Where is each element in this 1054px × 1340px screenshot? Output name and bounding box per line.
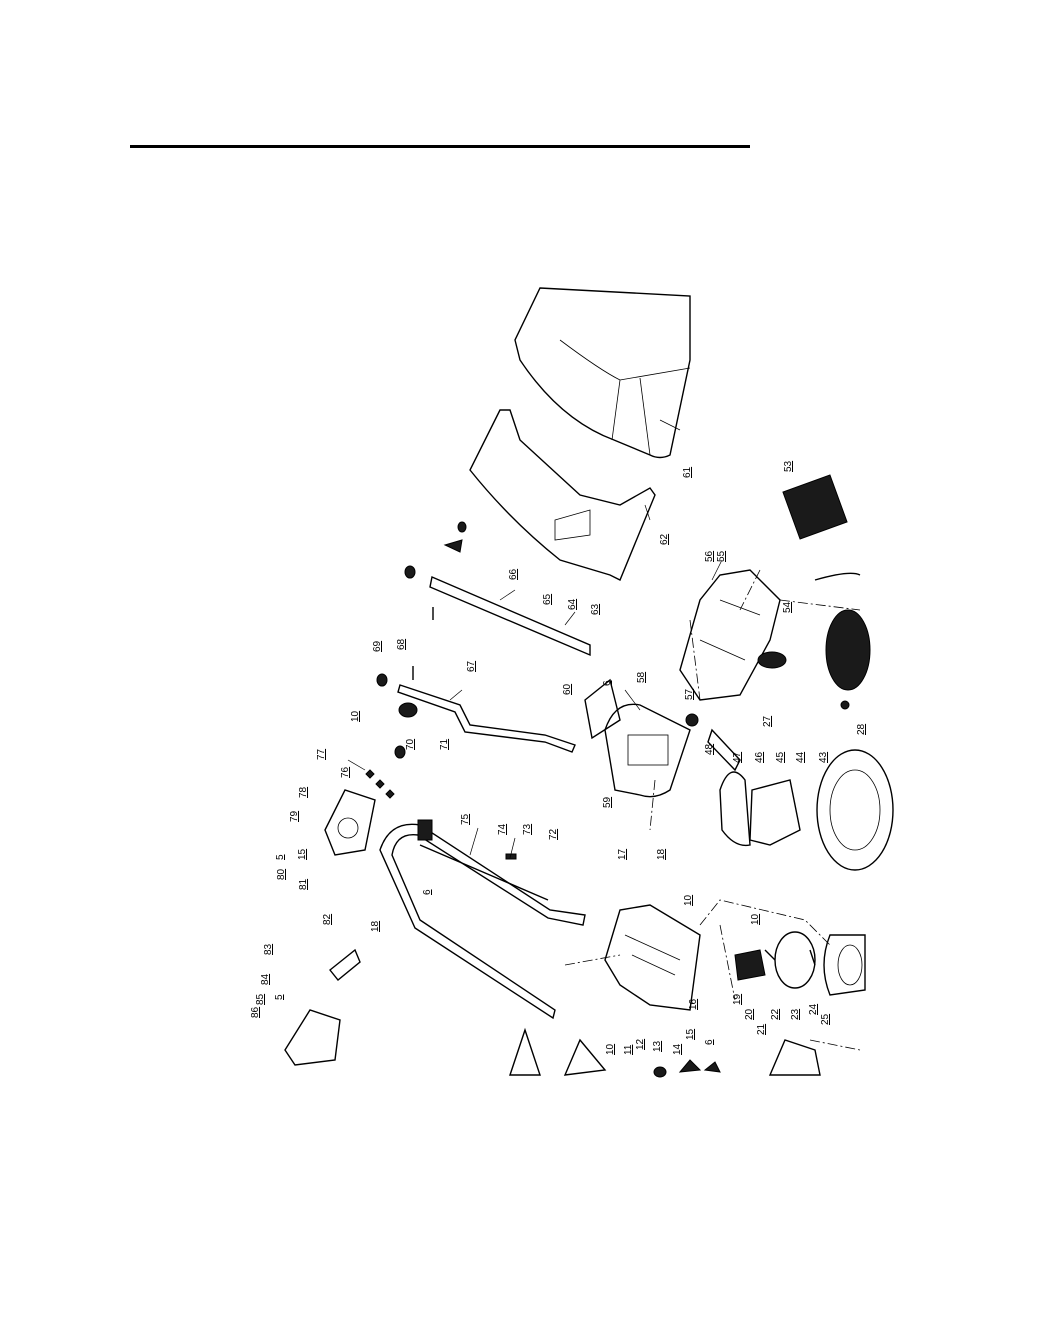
part-label: 68	[396, 638, 407, 650]
part-label: 78	[298, 786, 309, 798]
handle-grip	[285, 950, 360, 1065]
part-label: 64	[567, 598, 578, 610]
part-label: 5	[274, 994, 285, 1000]
part-label: 75	[460, 813, 471, 825]
part-label: 13	[652, 1040, 663, 1052]
wheels	[815, 573, 893, 870]
part-label: 24	[808, 1003, 819, 1015]
part-label: 83	[263, 943, 274, 955]
part-labels: 61 62 53 55 56 54 66 65 64 63 69 68 67 6…	[250, 460, 867, 1055]
bottom-covers	[510, 1030, 820, 1077]
part-label: 10	[750, 913, 761, 925]
grass-bag	[515, 288, 690, 458]
part-label: 62	[659, 533, 670, 545]
rear-flap	[585, 680, 698, 797]
part-label: 58	[636, 671, 647, 683]
front-covers	[708, 730, 800, 845]
part-label: 55	[716, 550, 727, 562]
part-label: 66	[508, 568, 519, 580]
assembly-lines	[565, 570, 860, 1050]
chassis	[680, 570, 786, 700]
part-label: 86	[250, 1006, 261, 1018]
part-label: 80	[276, 868, 287, 880]
part-label: 81	[298, 878, 309, 890]
part-label: 82	[322, 913, 333, 925]
part-label: 70	[405, 738, 416, 750]
part-label: 23	[790, 1008, 801, 1020]
part-label: 12	[635, 1038, 646, 1050]
part-label: 14	[672, 1043, 683, 1055]
part-label: 84	[260, 973, 271, 985]
part-label: 27	[762, 715, 773, 727]
bag-frame	[470, 410, 655, 580]
motor	[735, 932, 865, 995]
part-label: 63	[590, 603, 601, 615]
part-label: 18	[656, 848, 667, 860]
part-label: 21	[756, 1023, 767, 1035]
part-label: 54	[782, 601, 793, 613]
part-label: 77	[316, 748, 327, 760]
part-label: 6	[422, 889, 433, 895]
part-label: 46	[754, 751, 765, 763]
part-label: 20	[744, 1008, 755, 1020]
part-label: 53	[783, 460, 794, 472]
part-label: 10	[350, 710, 361, 722]
part-label: 45	[775, 751, 786, 763]
part-label: 5	[275, 854, 286, 860]
part-label: 65	[542, 593, 553, 605]
part-label: 74	[497, 823, 508, 835]
part-label: 11	[623, 1044, 634, 1055]
part-label: 6	[704, 1039, 715, 1045]
part-label: 19	[732, 993, 743, 1005]
part-label: 85	[255, 993, 266, 1005]
handle-tubes	[398, 577, 590, 752]
part-label: 43	[818, 751, 829, 763]
part-label: 16	[688, 998, 699, 1010]
part-label: 79	[289, 810, 300, 822]
part-label: 18	[370, 920, 381, 932]
part-label: 25	[820, 1013, 831, 1025]
part-label: 67	[466, 660, 477, 672]
small-knobs	[377, 522, 466, 758]
part-label: 44	[795, 751, 806, 763]
part-label: 48	[704, 743, 715, 755]
main-handle	[380, 820, 585, 1018]
part-label: 17	[617, 848, 628, 860]
grille-53	[783, 475, 847, 539]
part-label: 10	[605, 1043, 616, 1055]
part-label: 15	[685, 1028, 696, 1040]
part-label: 6	[602, 680, 613, 686]
part-label: 56	[704, 550, 715, 562]
part-label: 15	[297, 848, 308, 860]
part-label: 22	[770, 1008, 781, 1020]
part-label: 72	[548, 828, 559, 840]
part-label: 57	[684, 688, 695, 700]
part-label: 61	[682, 466, 693, 478]
part-label: 71	[439, 738, 450, 750]
motor-housing	[605, 905, 700, 1010]
part-label: 60	[562, 683, 573, 695]
part-label: 47	[732, 751, 743, 763]
part-label: 59	[602, 796, 613, 808]
part-label: 10	[683, 894, 694, 906]
part-label: 73	[522, 823, 533, 835]
part-label: 76	[340, 766, 351, 778]
part-label: 69	[372, 640, 383, 652]
part-label: 28	[856, 723, 867, 735]
